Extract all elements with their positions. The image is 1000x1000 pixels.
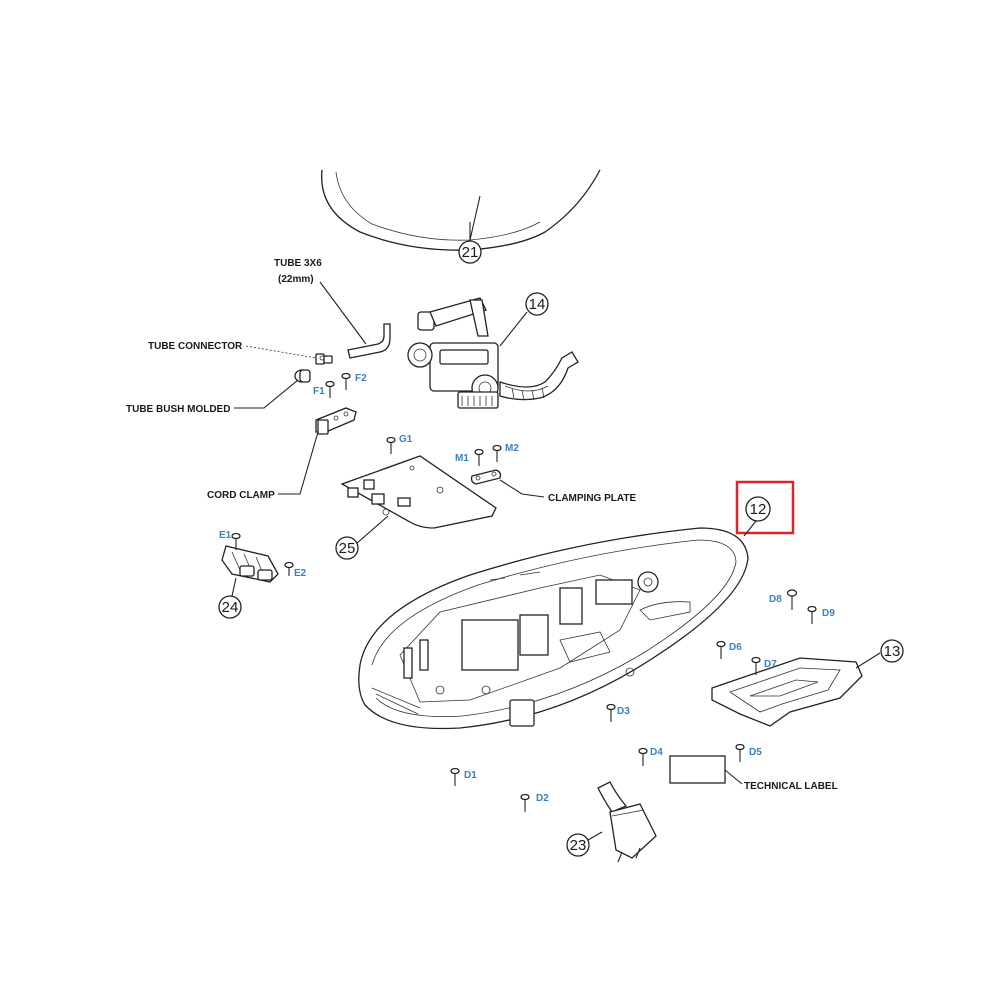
tube-bush-label: TUBE BUSH MOLDED [126, 404, 230, 415]
screw-label-F1: F1 [313, 386, 325, 397]
callout-24-number: 24 [222, 599, 239, 616]
technical-label-text: TECHNICAL LABEL [744, 781, 838, 792]
screw-label-D4: D4 [650, 747, 663, 758]
screw-D1 [450, 767, 460, 786]
tube-connector-label: TUBE CONNECTOR [148, 341, 243, 352]
screw-label-E2: E2 [294, 568, 307, 579]
screw-D5 [735, 743, 745, 762]
screw-M2 [492, 444, 502, 462]
callout-14-number: 14 [529, 296, 546, 313]
screw-label-D5: D5 [749, 747, 762, 758]
callout-12-number: 12 [750, 501, 767, 518]
screw-label-D2: D2 [536, 793, 549, 804]
tube-3x6-part [347, 323, 391, 359]
cord-clamp-label: CORD CLAMP [207, 490, 275, 501]
screw-G1 [386, 436, 396, 454]
callout-21-number: 21 [462, 244, 479, 261]
tube-label: TUBE 3X6 [274, 258, 322, 269]
screw-label-D1: D1 [464, 770, 477, 781]
highlight-box [735, 480, 795, 535]
screw-M1 [474, 448, 484, 466]
base-housing-part [358, 527, 749, 730]
screw-F1 [325, 380, 335, 398]
screw-label-E1: E1 [219, 530, 232, 541]
screw-label-M2: M2 [505, 443, 519, 454]
screw-D8 [786, 589, 798, 610]
screw-E2 [284, 561, 294, 576]
screw-label-D8: D8 [769, 594, 782, 605]
screw-label-D9: D9 [822, 608, 835, 619]
switch-buttons-part [221, 545, 279, 597]
top-cover-part [321, 169, 601, 251]
power-cord-part [587, 781, 657, 863]
screw-label-F2: F2 [355, 373, 367, 384]
callout-13: 13 [880, 639, 904, 663]
screw-D6 [716, 640, 726, 659]
screw-D7 [751, 656, 761, 675]
callout-23: 23 [566, 833, 590, 857]
callout-13-number: 13 [884, 643, 901, 660]
screw-label-D7: D7 [764, 659, 777, 670]
screw-E1 [231, 532, 241, 550]
callout-24: 24 [218, 595, 242, 619]
bottom-plate-part [711, 652, 881, 727]
screw-label-D3: D3 [617, 706, 630, 717]
callout-21: 21 [458, 240, 482, 264]
callout-12: 12 [745, 496, 771, 522]
cord-clamp-part [315, 407, 357, 435]
pump-assembly-part [407, 297, 579, 409]
tube-connector-part [315, 353, 333, 365]
tube-length-label: (22mm) [278, 274, 314, 285]
control-board-part [340, 455, 497, 545]
clamping-plate-label: CLAMPING PLATE [548, 493, 636, 504]
screw-label-G1: G1 [399, 434, 413, 445]
screw-D2 [520, 793, 530, 812]
callout-14: 14 [525, 292, 549, 316]
screw-D3 [606, 703, 616, 722]
screw-label-M1: M1 [455, 453, 469, 464]
callout-25: 25 [335, 536, 359, 560]
callout-25-number: 25 [339, 540, 356, 557]
callout-23-number: 23 [570, 837, 587, 854]
clamping-plate-part [470, 469, 502, 485]
tube-bush-part [294, 369, 311, 383]
technical-label-box [669, 755, 726, 784]
screw-F2 [341, 372, 351, 390]
screw-D9 [807, 605, 817, 624]
screw-D4 [638, 747, 648, 766]
screw-label-D6: D6 [729, 642, 742, 653]
